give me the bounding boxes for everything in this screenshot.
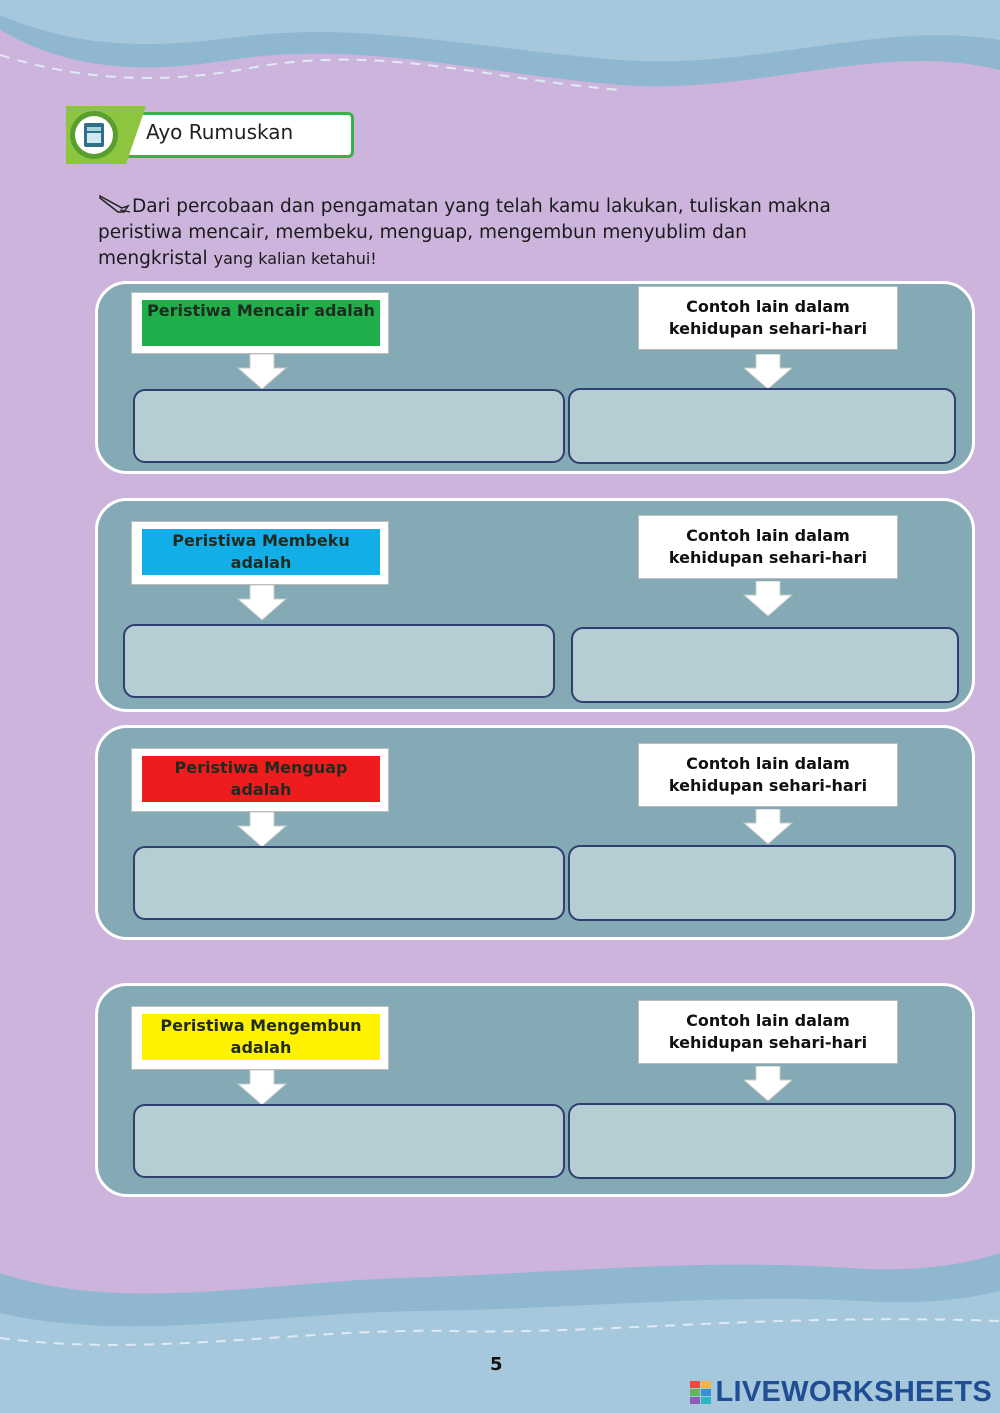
down-arrow-icon: [742, 581, 794, 617]
label-membeku: Peristiwa Membeku adalah: [142, 529, 380, 575]
answer-field-mengembun-example[interactable]: [568, 1103, 956, 1179]
instruction-line-2: peristiwa mencair, membeku, menguap, men…: [98, 222, 747, 243]
example-label-mencair: Contoh lain dalam kehidupan sehari-hari: [638, 286, 898, 350]
header-icon-badge: [66, 106, 146, 164]
label-mengembun: Peristiwa Mengembun adalah: [142, 1014, 380, 1060]
example-label-menguap: Contoh lain dalam kehidupan sehari-hari: [638, 743, 898, 807]
page-number: 5: [490, 1354, 503, 1375]
down-arrow-icon: [236, 354, 288, 390]
answer-field-menguap-definition[interactable]: [133, 846, 565, 920]
panel-mengembun: Peristiwa Mengembun adalah Contoh lain d…: [95, 983, 975, 1197]
panel-mencair: Peristiwa Mencair adalah Contoh lain dal…: [95, 281, 975, 474]
down-arrow-icon: [236, 1070, 288, 1106]
down-arrow-icon: [742, 1066, 794, 1102]
down-arrow-icon: [236, 585, 288, 621]
answer-field-membeku-definition[interactable]: [123, 624, 555, 698]
label-mencair: Peristiwa Mencair adalah: [142, 300, 380, 346]
panel-menguap: Peristiwa Menguap adalah Contoh lain dal…: [95, 725, 975, 940]
label-box-mencair: Peristiwa Mencair adalah: [131, 292, 389, 354]
answer-field-mengembun-definition[interactable]: [133, 1104, 565, 1178]
example-label-mengembun: Contoh lain dalam kehidupan sehari-hari: [638, 1000, 898, 1064]
top-wave-decoration: [0, 0, 1000, 91]
instruction-line-3: mengkristal: [98, 248, 208, 269]
instruction-line-1: Dari percobaan dan pengamatan yang telah…: [132, 196, 831, 217]
down-arrow-icon: [236, 812, 288, 848]
answer-field-membeku-example[interactable]: [571, 627, 959, 703]
writing-hand-icon: [99, 194, 131, 213]
label-box-menguap: Peristiwa Menguap adalah: [131, 748, 389, 812]
answer-field-mencair-example[interactable]: [568, 388, 956, 464]
section-title: Ayo Rumuskan: [146, 120, 294, 144]
brand-logo: LIVEWORKSHEETS: [689, 1376, 993, 1409]
bottom-wave-decoration: [0, 1253, 1000, 1413]
down-arrow-icon: [742, 354, 794, 390]
section-header: Ayo Rumuskan: [66, 106, 358, 164]
label-box-mengembun: Peristiwa Mengembun adalah: [131, 1006, 389, 1070]
liveworksheets-logo-icon: [689, 1380, 711, 1404]
down-arrow-icon: [742, 809, 794, 845]
example-label-membeku: Contoh lain dalam kehidupan sehari-hari: [638, 515, 898, 579]
answer-field-menguap-example[interactable]: [568, 845, 956, 921]
instruction-line-3-small: yang kalian ketahui!: [213, 249, 377, 268]
instruction-text: Dari percobaan dan pengamatan yang telah…: [98, 194, 898, 272]
label-menguap: Peristiwa Menguap adalah: [142, 756, 380, 802]
brand-name: LIVEWORKSHEETS: [715, 1376, 992, 1408]
header-box: [124, 112, 354, 158]
answer-field-mencair-definition[interactable]: [133, 389, 565, 463]
label-box-membeku: Peristiwa Membeku adalah: [131, 521, 389, 585]
panel-membeku: Peristiwa Membeku adalah Contoh lain dal…: [95, 498, 975, 712]
